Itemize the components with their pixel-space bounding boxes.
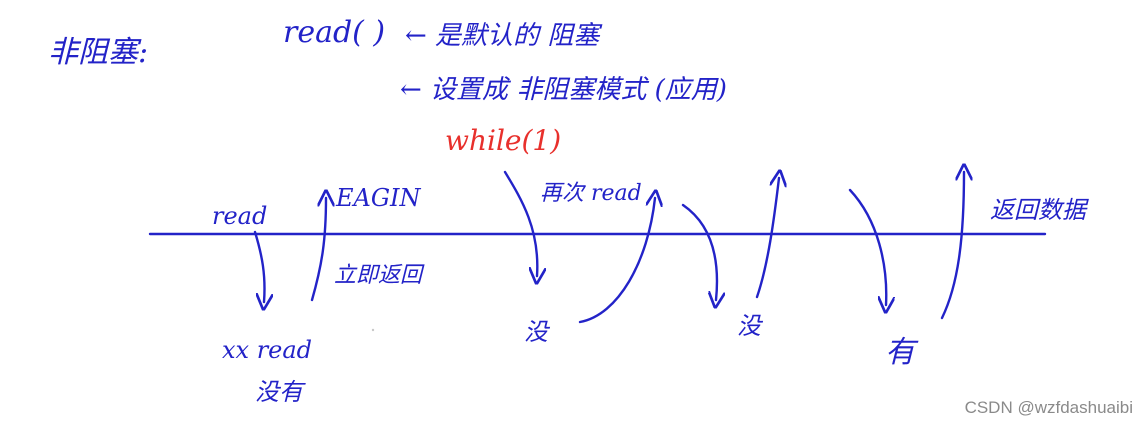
poll-down-arrow-1 [681, 203, 717, 300]
read-label: read [212, 202, 267, 230]
read-call-label: read( ) [283, 15, 385, 50]
none-label-1: 没 [524, 318, 551, 346]
stray-dot [371, 328, 375, 332]
csdn-watermark: CSDN @wzfdashuaibi [964, 398, 1133, 417]
return-up-arrow-2 [755, 178, 779, 299]
immediate-return-label: 立即返回 [334, 263, 425, 288]
set-nonblocking-note: ← 设置成 非阻塞模式 (应用) [400, 75, 727, 105]
return-data-up-arrow [940, 172, 964, 320]
has-data-label: 有 [885, 335, 919, 370]
no-data-read-label: xx read [222, 336, 312, 364]
read-again-label: 再次 read [540, 181, 642, 206]
eagain-up-arrow [310, 198, 326, 302]
while-loop-label: while(1) [445, 124, 561, 157]
return-up-arrow-1 [578, 198, 655, 324]
return-data-label: 返回数据 [990, 196, 1089, 224]
heading-nonblocking: 非阻塞: [48, 35, 148, 70]
none-label-2: 没 [737, 312, 764, 340]
poll-down-arrow-2 [848, 188, 886, 305]
default-blocking-note: ← 是默认的 阻塞 [405, 21, 603, 51]
eagain-label: EAGIN [335, 184, 422, 212]
read-again-down-arrow [503, 170, 537, 276]
read-down-arrow [253, 230, 265, 302]
no-data-label: 没有 [255, 378, 306, 406]
